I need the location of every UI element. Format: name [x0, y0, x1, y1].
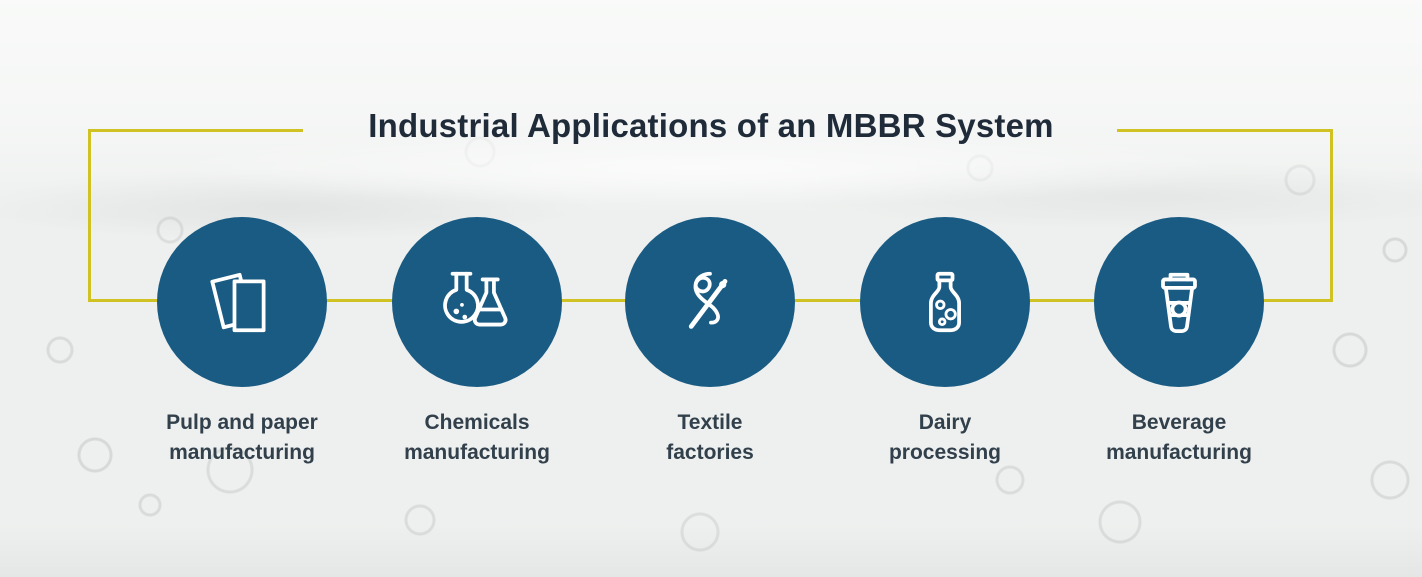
item-label-line: Textile [677, 411, 743, 434]
item-label-line: processing [888, 441, 1002, 464]
application-item-textile: Textile factories [595, 217, 825, 468]
application-item-pulp-paper: Pulp and paper manufacturing [127, 217, 357, 468]
item-label-dairy: Dairy processing [830, 408, 1060, 468]
item-label-line: manufacturing [1106, 441, 1252, 464]
circle-pulp-paper [157, 217, 327, 387]
circle-dairy [860, 217, 1030, 387]
circle-textile [625, 217, 795, 387]
frame-line-left [88, 129, 91, 301]
frame-line-top-right [1117, 129, 1333, 132]
frame-line-top-left [88, 129, 303, 132]
circle-beverage [1094, 217, 1264, 387]
item-label-line: Pulp and paper [166, 411, 318, 434]
item-label-chemicals: Chemicals manufacturing [362, 408, 592, 468]
item-label-beverage: Beverage manufacturing [1064, 408, 1294, 468]
item-label-pulp-paper: Pulp and paper manufacturing [127, 408, 357, 468]
milk-bottle-icon [929, 271, 961, 333]
item-label-line: manufacturing [404, 441, 550, 464]
application-item-chemicals: Chemicals manufacturing [362, 217, 592, 468]
chemical-flasks-icon [443, 271, 508, 327]
frame-line-right [1330, 129, 1333, 301]
item-label-textile: Textile factories [595, 408, 825, 468]
item-label-line: Dairy [918, 411, 972, 434]
item-label-line: manufacturing [169, 441, 315, 464]
item-label-line: Chemicals [424, 411, 530, 434]
application-item-dairy: Dairy processing [830, 217, 1060, 468]
item-label-line: factories [666, 441, 754, 464]
page-title: Industrial Applications of an MBBR Syste… [368, 107, 1054, 144]
application-item-beverage: Beverage manufacturing [1064, 217, 1294, 468]
needle-thread-icon [688, 271, 728, 329]
item-label-line: Beverage [1131, 411, 1227, 434]
circle-chemicals [392, 217, 562, 387]
coffee-cup-icon [1161, 272, 1197, 334]
paper-sheets-icon [210, 272, 266, 333]
